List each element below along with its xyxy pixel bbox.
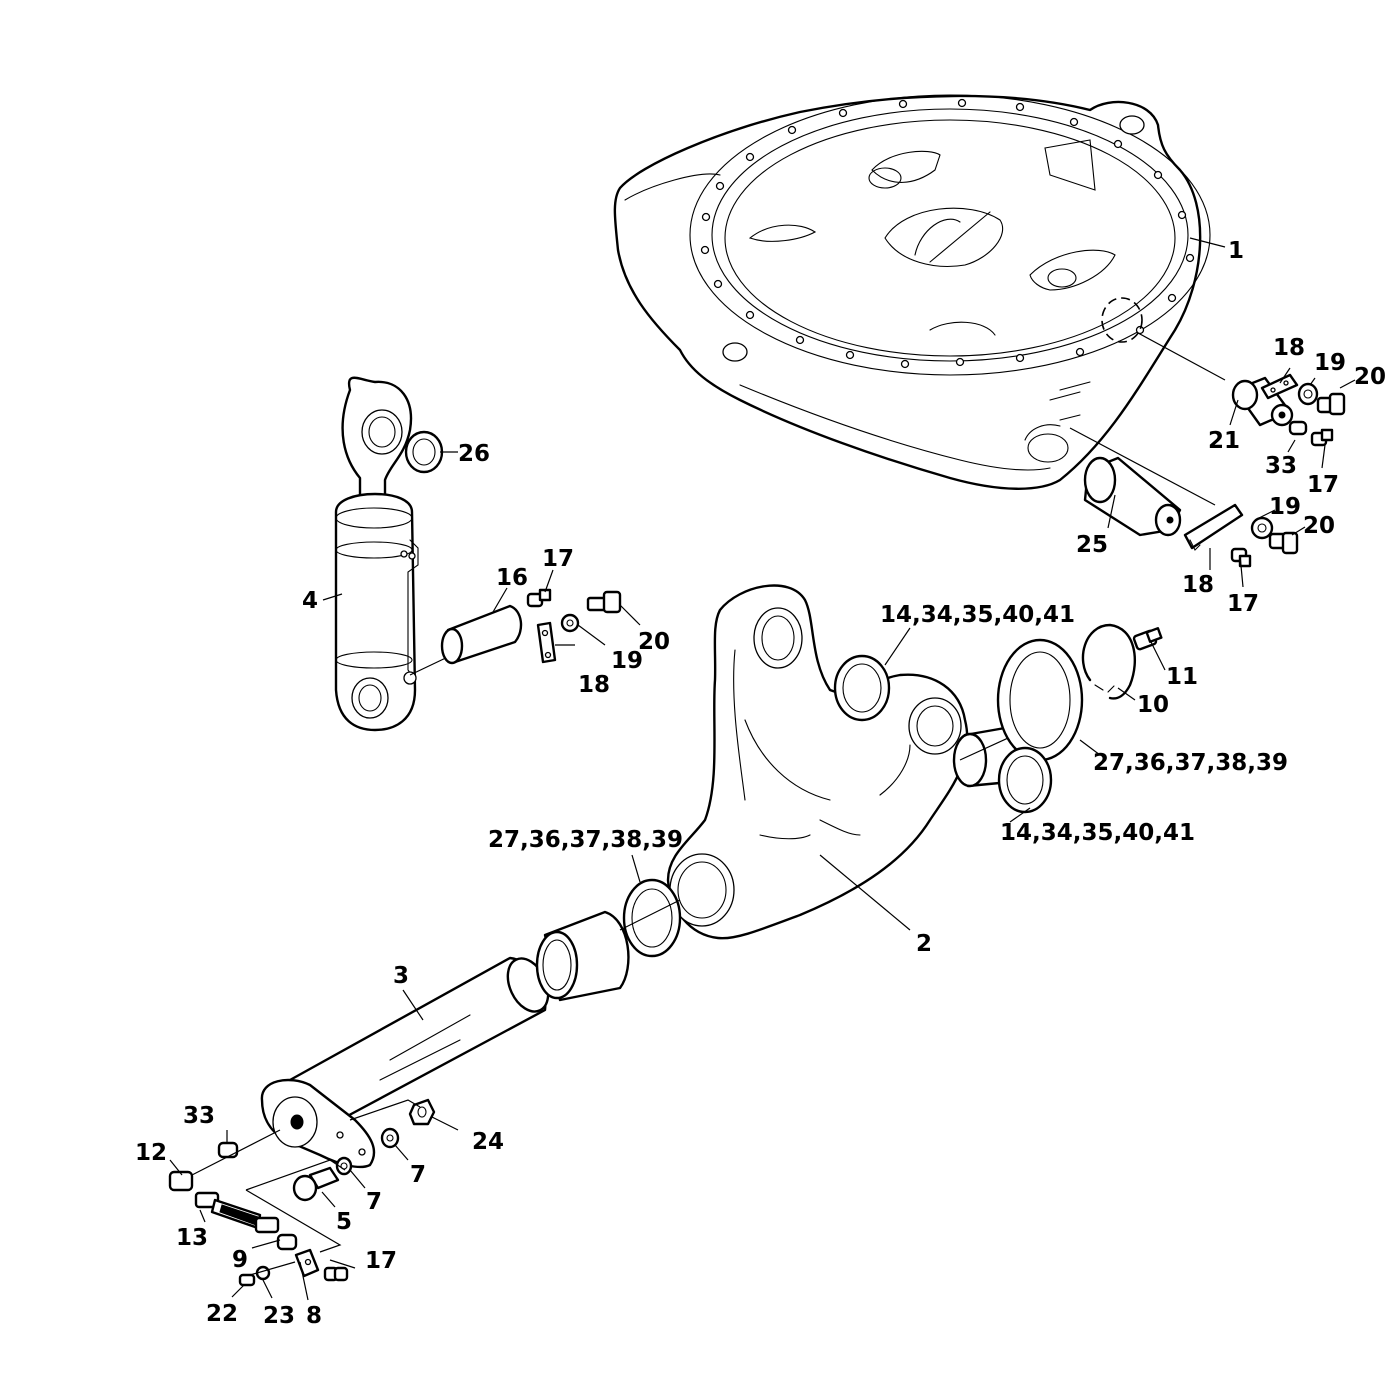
part-21-pin: [1231, 376, 1294, 427]
callout-10: 10: [1137, 692, 1169, 718]
part-20-bolt-upper: [1316, 392, 1346, 416]
part-13-hose: [194, 1191, 280, 1234]
part-8-block: [294, 1248, 320, 1278]
part-17-bolt-cylinder: [526, 588, 552, 608]
part-1-turntable-housing: [613, 94, 1211, 490]
callout-18c: 18: [578, 672, 610, 698]
callout-7b: 7: [410, 1162, 426, 1188]
callout-23: 23: [263, 1303, 295, 1329]
part-19-washer-lower: [1250, 516, 1274, 540]
callout-14b: 14,34,35,40,41: [1000, 820, 1195, 846]
part-18-plate-cylinder: [536, 621, 557, 664]
callout-3: 3: [393, 963, 409, 989]
leader-lines: [169, 237, 1356, 1301]
callout-20a: 20: [1354, 364, 1386, 390]
callout-11: 11: [1166, 664, 1198, 690]
callout-2: 2: [916, 931, 932, 957]
part-19-washer-cylinder: [560, 613, 580, 633]
part-18-plate-lower: [1183, 503, 1244, 551]
callout-27b: 27,36,37,38,39: [1093, 750, 1288, 776]
callout-22: 22: [206, 1301, 238, 1327]
callout-33a: 33: [183, 1103, 215, 1129]
left-thrust-washer: [619, 878, 682, 958]
callout-17c: 17: [365, 1248, 397, 1274]
callout-13: 13: [176, 1225, 208, 1251]
callout-1: 1: [1228, 238, 1244, 264]
part-16-pin: [440, 604, 523, 665]
part-7-washer-a: [335, 1156, 353, 1176]
callout-20b: 20: [1303, 513, 1335, 539]
part-9-fitting: [276, 1233, 298, 1251]
part-25-pin: [1083, 456, 1182, 537]
callout-17d: 17: [1307, 472, 1339, 498]
callout-8: 8: [306, 1303, 322, 1329]
part-17-bolt-upper: [1310, 428, 1334, 447]
callout-5: 5: [336, 1209, 352, 1235]
part-7-washer-b: [380, 1127, 400, 1149]
callout-17a: 17: [542, 546, 574, 572]
callout-14a: 14,34,35,40,41: [880, 602, 1075, 628]
callout-19b: 19: [1269, 494, 1301, 520]
callout-18b: 18: [1182, 572, 1214, 598]
callout-19c: 19: [611, 648, 643, 674]
part-24-nut: [408, 1098, 436, 1126]
callout-20c: 20: [638, 629, 670, 655]
part-17-bolt-lower-left: [323, 1266, 349, 1282]
left-bushing: [535, 910, 630, 1002]
callout-16: 16: [496, 565, 528, 591]
callout-18a: 18: [1273, 335, 1305, 361]
part-33-nipple-lower: [217, 1141, 239, 1159]
part-10-circlip: [1081, 623, 1137, 700]
part-5-bolt: [292, 1166, 340, 1202]
right-seal-ring: [997, 746, 1053, 814]
callout-19a: 19: [1314, 350, 1346, 376]
right-thrust-washer: [996, 638, 1084, 762]
part-26-seal-ring: [404, 430, 444, 474]
callout-7a: 7: [366, 1189, 382, 1215]
part-33-nipple-upper: [1288, 420, 1308, 436]
part-18-plate-upper: [1260, 373, 1299, 400]
callout-24: 24: [472, 1129, 504, 1155]
callout-21: 21: [1208, 428, 1240, 454]
part-20-bolt-lower: [1268, 531, 1299, 555]
part-20-bolt-cylinder: [586, 590, 622, 614]
part-19-washer-upper: [1297, 382, 1319, 406]
callout-25: 25: [1076, 532, 1108, 558]
callout-labels: 1 2 3 4 5 7 7 8 9 10 11 12 13 14,34,35,4…: [135, 238, 1386, 1329]
part-4-hydraulic-cylinder: [334, 376, 453, 732]
upper-seal-ring: [833, 654, 891, 722]
part-22-bolt: [238, 1273, 256, 1287]
callout-26: 26: [458, 441, 490, 467]
callout-9: 9: [232, 1247, 248, 1273]
callout-27a: 27,36,37,38,39: [488, 827, 683, 853]
part-2-swing-arm: [666, 584, 969, 940]
callout-4: 4: [302, 588, 318, 614]
callout-12: 12: [135, 1140, 167, 1166]
part-11-bolt: [1132, 627, 1163, 651]
part-12-fitting: [168, 1170, 194, 1192]
callout-33b: 33: [1265, 453, 1297, 479]
part-3-shaft: [260, 956, 550, 1169]
detail-circle: [1101, 297, 1143, 343]
callout-17b: 17: [1227, 591, 1259, 617]
